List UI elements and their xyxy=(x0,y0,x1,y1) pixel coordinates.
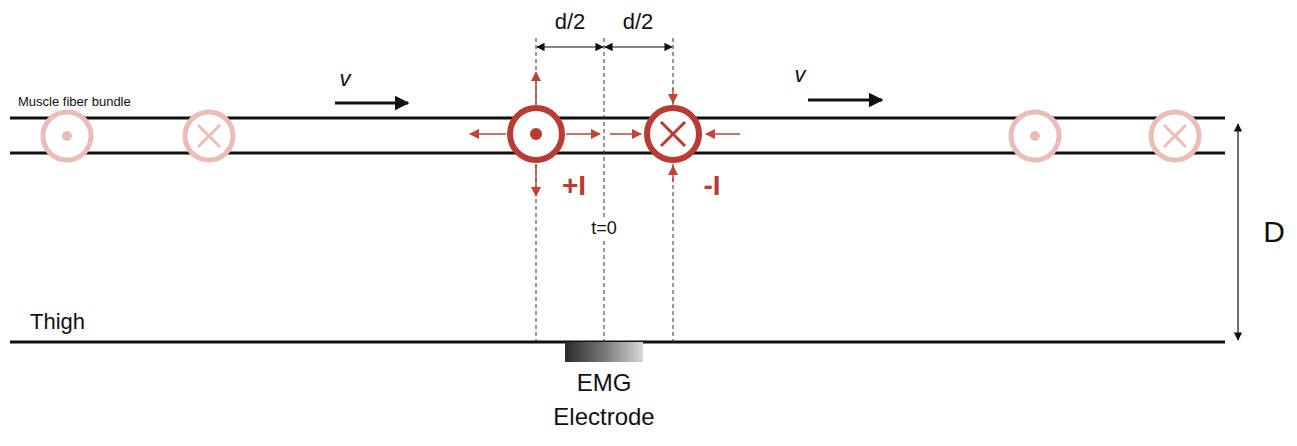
guide-lines xyxy=(536,38,673,342)
faded-current-symbols xyxy=(43,112,1199,160)
structure-label: Muscle fiber bundle xyxy=(18,95,131,108)
structure-label: Thigh xyxy=(30,311,85,333)
velocity-label: v xyxy=(340,68,351,90)
current-symbols xyxy=(510,108,699,160)
electrode-label: EMG Electrode xyxy=(539,366,669,434)
velocity-arrows xyxy=(335,100,882,103)
time-label: t=0 xyxy=(588,217,620,239)
electrode: EMG Electrode xyxy=(539,342,669,434)
current-label: +I xyxy=(562,172,586,200)
dimension-arrows xyxy=(537,47,1238,340)
electrode-pad xyxy=(565,342,643,362)
dimension-label: D xyxy=(1263,217,1285,247)
velocity-label: v xyxy=(795,64,806,86)
current-arrows xyxy=(470,72,740,196)
dimension-label: d/2 xyxy=(555,11,586,33)
current-label: -I xyxy=(703,172,720,200)
dimension-label: d/2 xyxy=(623,11,654,33)
